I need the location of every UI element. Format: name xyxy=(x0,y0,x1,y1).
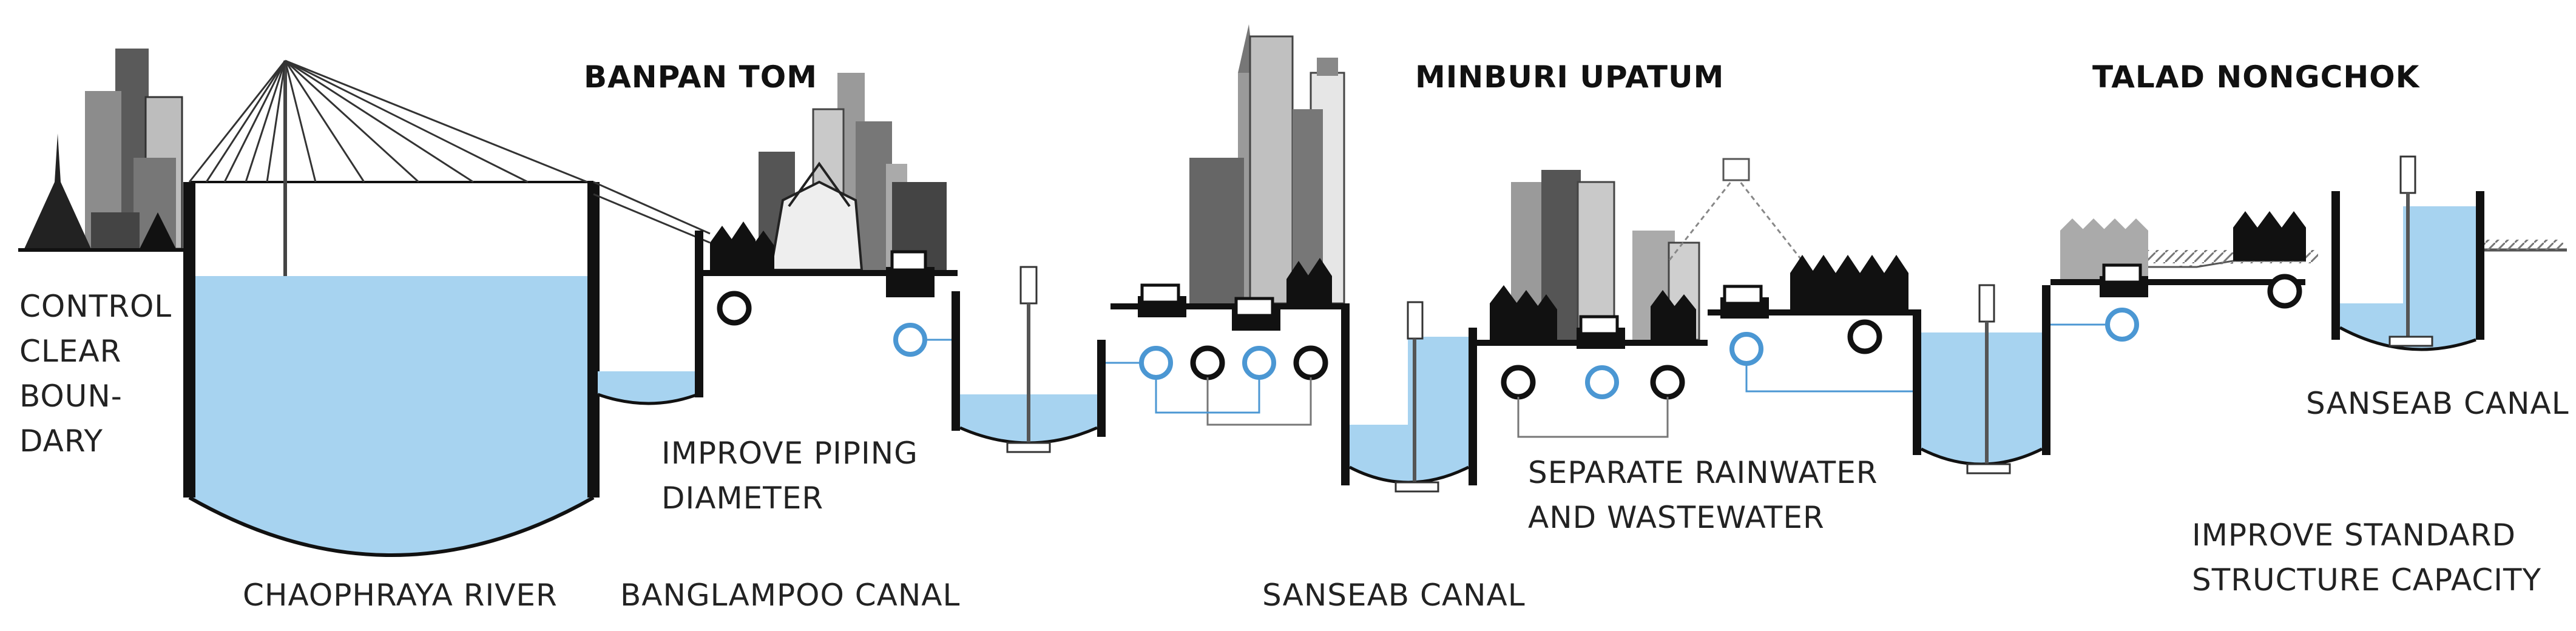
river-water xyxy=(189,276,593,555)
small-canal-1 xyxy=(952,266,1106,453)
banpan-tom-district xyxy=(703,73,959,357)
title-talad-nongchok: TALAD NONGCHOK xyxy=(2092,59,2420,95)
central-skyline xyxy=(1106,24,1347,426)
label-banglampoo-canal: BANGLAMPOO CANAL xyxy=(620,578,961,613)
minburi-upatum-district xyxy=(1477,158,1918,438)
chaophraya-river xyxy=(183,59,711,557)
title-minburi-upatum: MINBURI UPATUM xyxy=(1415,59,1725,95)
banglampoo-canal xyxy=(597,231,703,405)
canal-water xyxy=(598,371,698,403)
left-skyline xyxy=(18,49,188,252)
note-control-boundary: CONTROL CLEAR BOUN- DARY xyxy=(19,289,172,459)
note-separate-rainwater: SEPARATE RAINWATER AND WASTEWATER xyxy=(1528,455,1878,535)
sanseab-canal-mid xyxy=(1341,301,1477,493)
label-sanseab-canal-right: SANSEAB CANAL xyxy=(2306,386,2569,421)
talad-nongchok-district xyxy=(2050,211,2318,342)
note-improve-standard: IMPROVE STANDARD STRUCTURE CAPACITY xyxy=(2192,518,2542,598)
title-banpan-tom: BANPAN TOM xyxy=(584,59,818,95)
sanseab-canal-double xyxy=(1913,284,2106,474)
label-chaophraya-river: CHAOPHRAYA RIVER xyxy=(243,578,558,613)
sanseab-canal-right xyxy=(2331,155,2567,351)
label-sanseab-canal-mid: SANSEAB CANAL xyxy=(1262,578,1526,613)
note-improve-piping: IMPROVE PIPING DIAMETER xyxy=(661,436,918,516)
